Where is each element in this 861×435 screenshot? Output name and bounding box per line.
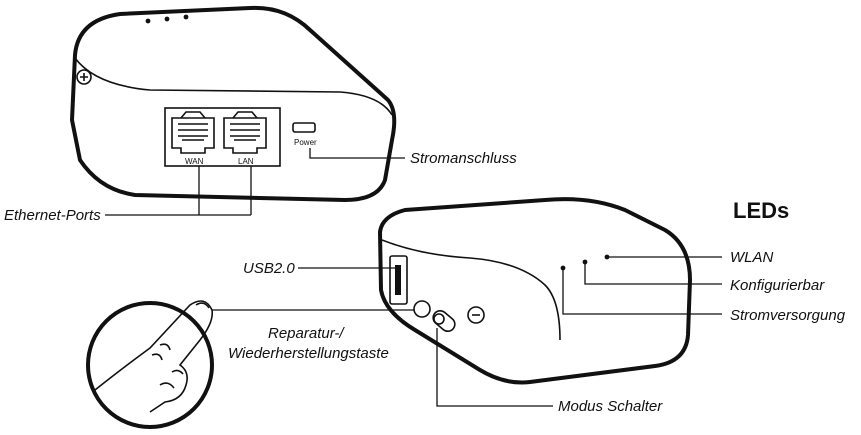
lan-port-label: LAN: [238, 157, 254, 166]
finger-press-icon: [86, 300, 214, 429]
router-back-led-3: [183, 14, 189, 20]
label-wlan: WLAN: [730, 249, 774, 266]
router-front-edge: [381, 239, 561, 341]
router-front-view: [378, 197, 692, 385]
router-back-led-1: [145, 18, 151, 24]
router-front-body: [378, 197, 692, 385]
leader-ethernet: [105, 166, 252, 216]
label-reparatur-line2: Wiederherstellungstaste: [228, 345, 389, 362]
label-stromanschluss: Stromanschluss: [410, 150, 517, 167]
power-port-label: Power: [294, 138, 317, 147]
power-port: [292, 122, 316, 133]
router-back-led-2: [164, 16, 170, 22]
wan-port-label: WAN: [185, 157, 204, 166]
finger-nail: [195, 302, 210, 309]
wan-port: [171, 111, 215, 154]
usb-port-inner: [395, 265, 401, 295]
leader-stromversorgung: [562, 268, 722, 315]
label-reparatur-line1: Reparatur-/: [268, 325, 345, 342]
label-ethernet-ports: Ethernet-Ports: [4, 207, 101, 224]
finger-outline: [94, 300, 214, 413]
router-back-body: [70, 5, 397, 202]
mode-switch: [432, 309, 456, 333]
mode-switch-knob: [433, 313, 445, 325]
router-back-screw-slot: [80, 73, 88, 81]
lan-port: [223, 111, 267, 154]
finger-knuckles: [159, 369, 184, 389]
label-konfigurierbar: Konfigurierbar: [730, 277, 825, 294]
router-back-screw: [76, 69, 92, 85]
finger-circle: [86, 301, 214, 429]
reset-button: [413, 300, 431, 318]
label-modus-schalter: Modus Schalter: [558, 398, 663, 415]
router-back-view: WAN LAN Power: [70, 5, 397, 202]
label-stromversorgung: Stromversorgung: [730, 307, 846, 324]
label-usb: USB2.0: [243, 260, 295, 277]
ethernet-port-panel: [164, 107, 281, 167]
label-leds-title: LEDs: [733, 198, 789, 223]
router-front-screw: [467, 306, 485, 324]
leader-konfigurierbar: [584, 262, 722, 285]
leader-stromanschluss: [309, 148, 405, 159]
finger-creases: [151, 343, 171, 361]
leader-modus: [436, 328, 553, 407]
usb-port: [389, 255, 408, 305]
